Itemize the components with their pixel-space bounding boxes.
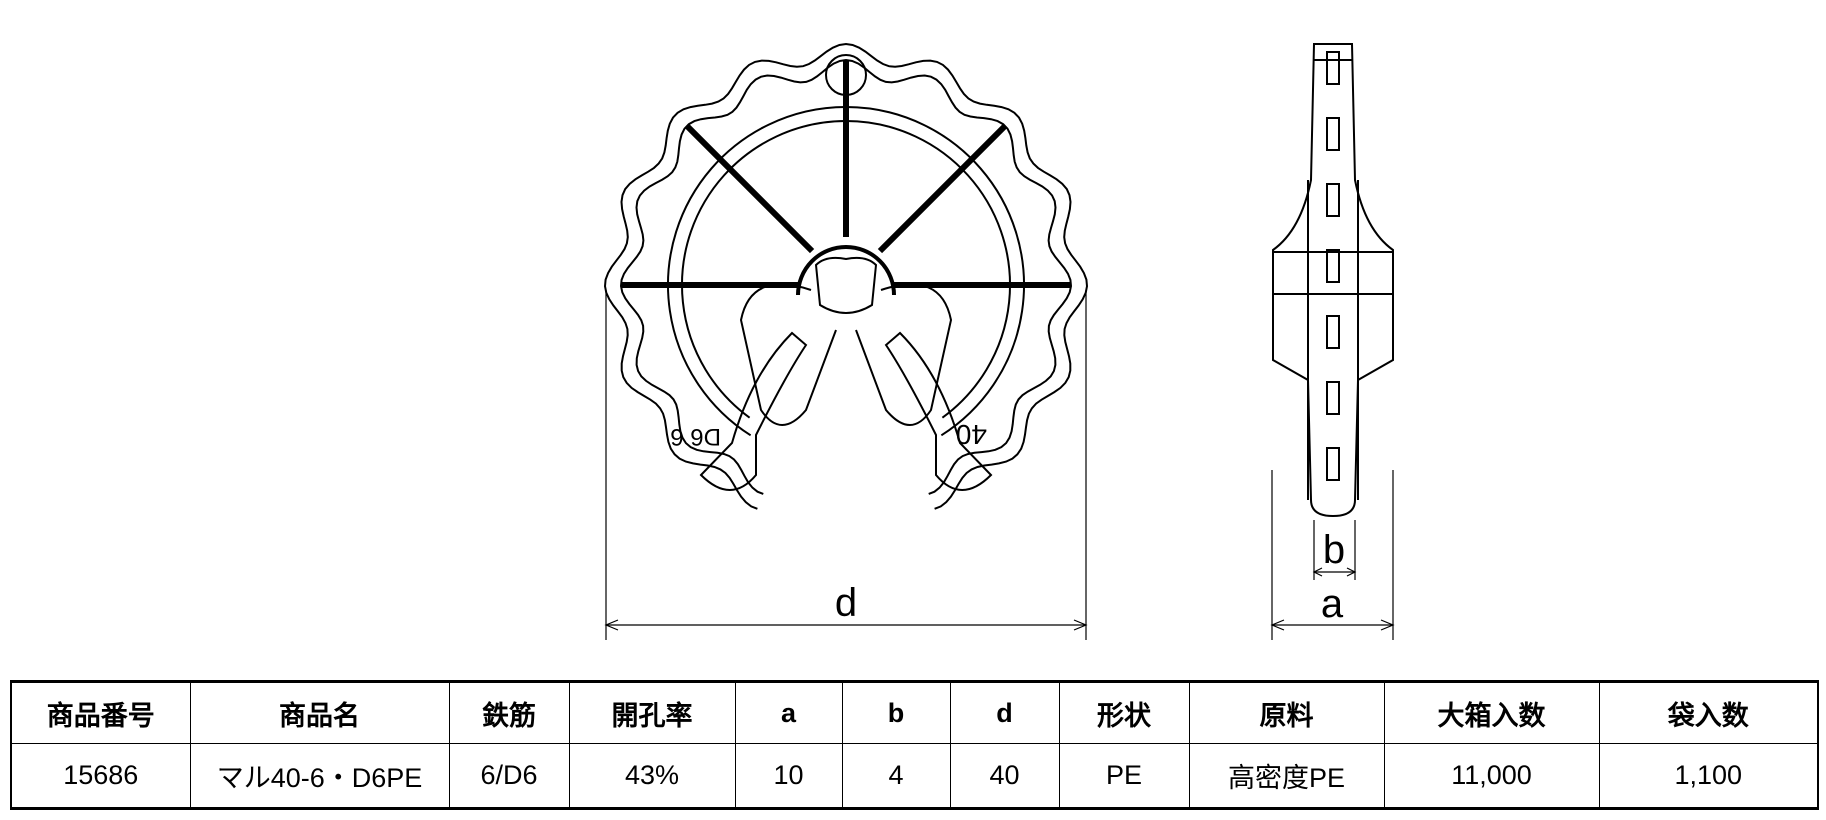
cell-box-quantity: 11,000 <box>1383 743 1600 809</box>
side-outline <box>1272 43 1394 518</box>
header-product-name: 商品名 <box>189 681 450 744</box>
cell-bag-quantity: 1,100 <box>1598 743 1819 809</box>
side-rib <box>1326 51 1340 85</box>
cell-product-name: マル40-6・D6PE <box>189 743 450 809</box>
left-leg-marking: D6 6 <box>670 423 721 450</box>
dimension-d-label: d <box>835 581 857 625</box>
front-view: D6 6 40 <box>603 42 1089 510</box>
side-collar <box>1272 251 1394 295</box>
side-rib <box>1326 183 1340 217</box>
cell-product-number: 15686 <box>10 743 191 809</box>
side-rib <box>1326 447 1340 481</box>
cell-open-ratio: 43% <box>568 743 736 809</box>
side-rib <box>1326 381 1340 415</box>
spoke <box>684 123 815 254</box>
dimension-b-label: b <box>1323 528 1345 572</box>
spacer-technical-drawing: D6 6 40 d a b <box>603 42 1395 640</box>
dimension-a <box>1270 470 1395 640</box>
outer-scalloped-rim <box>603 42 1089 510</box>
cell-b: 4 <box>841 743 951 809</box>
spoke <box>877 123 1008 254</box>
side-view <box>1272 43 1394 518</box>
top-boss <box>825 54 867 96</box>
hub <box>796 245 896 296</box>
side-rib <box>1326 249 1340 283</box>
header-open-ratio: 開孔率 <box>568 681 736 744</box>
right-leg <box>884 331 993 491</box>
cell-a: 10 <box>734 743 843 809</box>
header-bag-quantity: 袋入数 <box>1598 681 1819 744</box>
dimension-d <box>604 290 1088 640</box>
cell-material: 高密度PE <box>1188 743 1385 809</box>
header-d: d <box>949 681 1060 744</box>
header-rebar: 鉄筋 <box>448 681 570 744</box>
left-leg <box>699 331 808 491</box>
rebar-slot <box>814 256 878 314</box>
cell-shape: PE <box>1058 743 1190 809</box>
header-b: b <box>841 681 951 744</box>
header-material: 原料 <box>1188 681 1385 744</box>
header-product-number: 商品番号 <box>10 681 191 744</box>
side-rib <box>1326 315 1340 349</box>
left-loop <box>739 283 837 426</box>
header-box-quantity: 大箱入数 <box>1383 681 1600 744</box>
header-shape: 形状 <box>1058 681 1190 744</box>
header-a: a <box>734 681 843 744</box>
dimension-b <box>1312 520 1357 580</box>
cell-rebar: 6/D6 <box>448 743 570 809</box>
side-rib <box>1326 117 1340 151</box>
right-leg-marking: 40 <box>956 419 987 450</box>
dimension-a-label: a <box>1321 582 1344 626</box>
right-loop <box>855 283 953 426</box>
cell-d: 40 <box>949 743 1060 809</box>
